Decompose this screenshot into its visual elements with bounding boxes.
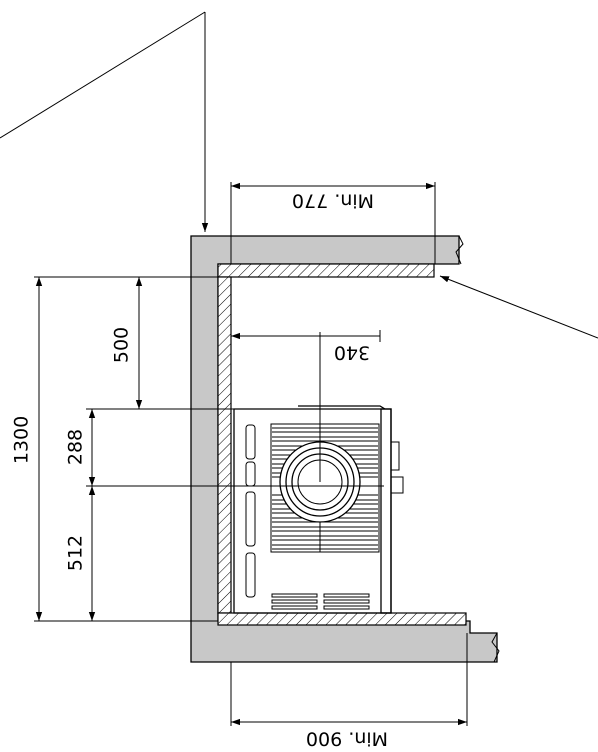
vertical-upper-label: 500 [111, 327, 133, 363]
dimension-bottom-clearance: Min. 900 [230, 633, 468, 750]
dimension-center-offset: 340 [231, 330, 381, 364]
vertical-lower-label: 512 [65, 535, 87, 571]
bottom-clearance-label: Min. 900 [306, 728, 388, 750]
vertical-middle-label: 288 [65, 429, 87, 465]
leader-lines [0, 11, 598, 339]
dimension-vertical: 1300 500 288 512 [11, 276, 384, 622]
wall-lining-hatch [217, 263, 467, 626]
vertical-total-label: 1300 [11, 416, 33, 464]
center-offset-label: 340 [334, 342, 370, 364]
stove [233, 332, 404, 614]
wall [190, 235, 500, 663]
dimension-top-clearance: Min. 770 [230, 182, 436, 264]
top-clearance-label: Min. 770 [292, 190, 374, 212]
